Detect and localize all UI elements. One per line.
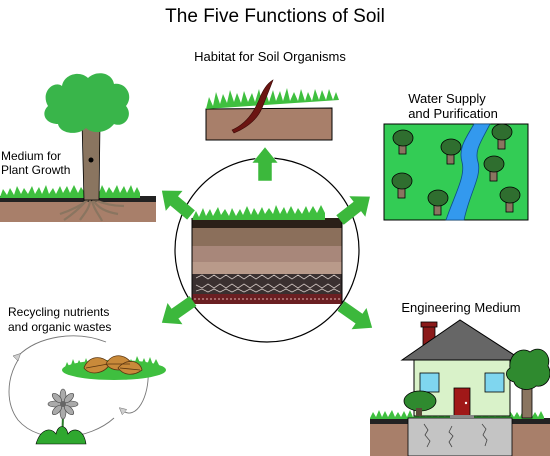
- foundation-cracks-icon: [423, 423, 488, 448]
- recycling-label-line1: Recycling nutrients: [8, 305, 109, 319]
- cycle-arrow-top: [18, 335, 107, 356]
- window-left-icon: [419, 372, 440, 393]
- engineering-house-scene: [370, 319, 550, 456]
- water-landscape: [383, 123, 529, 221]
- arrow-up-left: [161, 190, 195, 220]
- shrub-icon: [403, 390, 437, 416]
- central-soil-profile: [174, 157, 360, 343]
- fallen-leaves-icon: [83, 355, 143, 375]
- recycling-cycle: [8, 335, 166, 445]
- earthworm-icon: [231, 79, 274, 134]
- medium-label-line2: Plant Growth: [1, 163, 70, 177]
- river-icon: [445, 123, 491, 221]
- arrow-up-right: [336, 196, 370, 225]
- habitat-label: Habitat for Soil Organisms: [194, 49, 346, 64]
- arrow-up-habitat: [251, 146, 279, 182]
- water-label-line2: and Purification: [408, 106, 498, 121]
- medium-label-line1: Medium for: [1, 149, 61, 163]
- water-label-line1: Water Supply: [408, 91, 486, 106]
- arrow-down-left: [161, 296, 197, 325]
- house-foundation: [407, 417, 513, 456]
- tree-foliage-icon: [44, 73, 130, 133]
- habitat-soil-block: [205, 79, 339, 141]
- recycling-label-line2: and organic wastes: [8, 320, 111, 334]
- tree-roots-icon: [59, 198, 125, 222]
- house-roof: [400, 319, 524, 361]
- trunk-knot-icon: [88, 157, 94, 163]
- door-icon: [453, 387, 471, 417]
- water-trees: [391, 123, 521, 216]
- arrow-down-right: [337, 301, 373, 330]
- engineering-label: Engineering Medium: [401, 300, 520, 315]
- house-tree-icon: [506, 348, 550, 419]
- window-right-icon: [484, 372, 505, 393]
- plant-growth-scene: [0, 73, 156, 222]
- flower-plant-icon: [35, 388, 87, 445]
- diagram-title: The Five Functions of Soil: [165, 6, 385, 27]
- cycle-arrow-bottom: [8, 359, 115, 438]
